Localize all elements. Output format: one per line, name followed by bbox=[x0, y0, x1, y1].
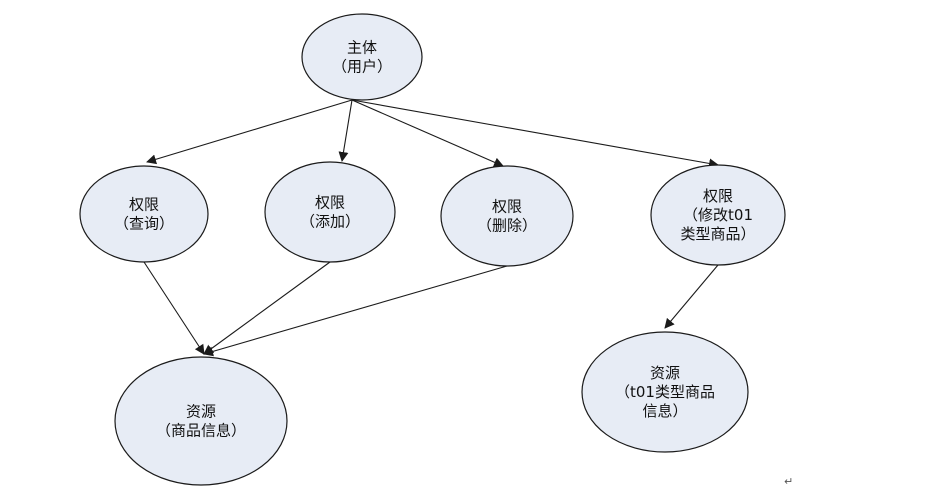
node-ellipse bbox=[114, 356, 288, 486]
nodes-group: 主体（用户）权限（查询）权限（添加）权限（删除）权限（修改t01类型商品）资源（… bbox=[79, 13, 786, 486]
node-ellipse bbox=[650, 164, 786, 266]
node-label-line: （商品信息） bbox=[156, 422, 246, 440]
node-p-delete: 权限（删除） bbox=[440, 165, 574, 267]
node-ellipse bbox=[79, 165, 209, 263]
arrow-p_add-to-r_goods bbox=[203, 261, 331, 355]
node-label-line: （添加） bbox=[300, 213, 360, 231]
node-ellipse bbox=[264, 161, 396, 263]
node-p-add: 权限（添加） bbox=[264, 161, 396, 263]
node-label-line: 资源 bbox=[650, 364, 680, 382]
node-label-line: 权限 bbox=[703, 187, 733, 205]
node-ellipse bbox=[301, 13, 423, 101]
node-p-query: 权限（查询） bbox=[79, 165, 209, 263]
node-label-line: （查询） bbox=[114, 215, 174, 233]
node-label-line: 类型商品） bbox=[680, 225, 755, 243]
node-label-line: 权限 bbox=[315, 194, 345, 212]
edges-group bbox=[143, 99, 719, 357]
node-label-line: （t01类型商品 bbox=[615, 383, 715, 401]
arrow-p_modify-to-r_t01 bbox=[664, 264, 719, 329]
arrow-subject-to-p_modify bbox=[351, 99, 719, 169]
paragraph-mark: ↵ bbox=[784, 475, 793, 488]
node-label-line: （用户） bbox=[332, 58, 392, 76]
node-ellipse bbox=[581, 331, 749, 453]
arrow-p_delete-to-r_goods bbox=[203, 265, 508, 357]
node-subject: 主体（用户） bbox=[301, 13, 423, 101]
node-label-line: 主体 bbox=[347, 39, 377, 57]
arrow-subject-to-p_add bbox=[338, 99, 353, 162]
node-label-line: 资源 bbox=[186, 403, 216, 421]
node-ellipse bbox=[440, 165, 574, 267]
node-label-line: 信息） bbox=[642, 402, 687, 420]
node-label-line: 权限 bbox=[129, 196, 159, 214]
node-label-line: （修改t01 bbox=[683, 206, 753, 224]
arrow-subject-to-p_query bbox=[146, 99, 353, 165]
node-r-goods: 资源（商品信息） bbox=[114, 356, 288, 486]
arrow-p_query-to-r_goods bbox=[143, 261, 205, 355]
arrow-subject-to-p_delete bbox=[351, 99, 504, 167]
node-label-line: 权限 bbox=[492, 198, 522, 216]
node-label-line: （删除） bbox=[477, 217, 537, 235]
